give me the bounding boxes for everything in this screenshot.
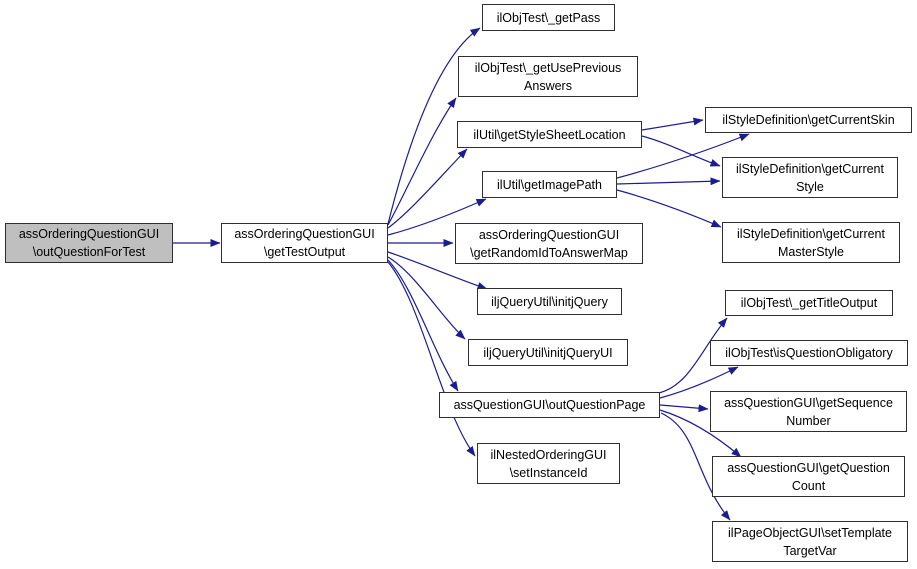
node-label-line: ilObjTest\isQuestionObligatory xyxy=(725,346,893,360)
node-label-line: assQuestionGUI\getSequence xyxy=(724,395,893,410)
edge-getTestOutput-outQuestionPage xyxy=(387,259,459,392)
node-getTitleOutput[interactable]: ilObjTest\_getTitleOutput xyxy=(725,290,893,316)
edge-outQuestionPage-getTitleOutput xyxy=(658,317,728,394)
node-label-line: Number xyxy=(786,413,831,428)
node-getRandomIdToAnswerMap[interactable]: assOrderingQuestionGUI \getRandomIdToAnsw… xyxy=(455,223,643,264)
node-label-line: Count xyxy=(791,478,826,493)
node-label-line: iljQueryUtil\initjQueryUI xyxy=(483,345,613,360)
node-label-line: ilStyleDefinition\getCurrent xyxy=(737,226,885,241)
node-getTestOutput[interactable]: assOrderingQuestionGUI \getTestOutput xyxy=(221,223,388,263)
node-label-line: TargetVar xyxy=(783,543,837,558)
edge-getImagePath-getCurrentSkin xyxy=(616,133,750,179)
node-label-line: ilObjTest\_getPass xyxy=(496,10,601,25)
node-getCurrentSkin[interactable]: ilStyleDefinition\getCurrentSkin xyxy=(705,107,912,133)
node-label-line: ilObjTest\_getUsePrevious xyxy=(474,60,622,75)
node-label-line: \getTestOutput xyxy=(263,245,346,259)
edge-getStyleSheetLocation-getCurrentSkin xyxy=(641,117,704,131)
node-label-line: assQuestionGUI\outQuestionPage xyxy=(453,398,646,412)
node-getPass[interactable]: ilObjTest\_getPass xyxy=(482,4,615,31)
edge-outQuestionPage-getQuestionCount xyxy=(659,409,742,458)
node-label-line: assQuestionGUI\getQuestion xyxy=(727,460,890,475)
node-initjQueryUI[interactable]: iljQueryUtil\initjQueryUI xyxy=(468,339,628,366)
node-label-line: iljQueryUtil\initjQuery xyxy=(491,294,608,309)
edge-getTestOutput-getImagePath xyxy=(387,198,487,236)
edge-outQuestionPage-getSequenceNumber xyxy=(659,404,709,413)
edge-outQuestionPage-isQuestionObligatory xyxy=(659,366,739,399)
node-getStyleSheetLocation[interactable]: ilUtil\getStyleSheetLocation xyxy=(457,121,642,148)
node-label-line: ilStyleDefinition\getCurrent xyxy=(736,161,884,176)
node-getImagePath[interactable]: ilUtil\getImagePath xyxy=(482,171,617,198)
edge-getTestOutput-setInstanceId xyxy=(387,261,476,457)
edge-outQuestionPage-setTemplateTargetVar xyxy=(660,412,731,521)
node-label-line: \setInstanceId xyxy=(509,465,588,480)
node-label-line: MasterStyle xyxy=(778,244,844,259)
edge-getTestOutput-getStyleSheetLocation xyxy=(387,148,468,229)
edge-getTestOutput-initjQueryUI xyxy=(387,256,466,340)
edge-getStyleSheetLocation-getCurrentStyle xyxy=(641,135,721,167)
node-isQuestionObligatory[interactable]: ilObjTest\isQuestionObligatory xyxy=(710,340,908,366)
node-label-line: Style xyxy=(796,179,824,194)
edge-getTestOutput-getUsePreviousAnswers xyxy=(387,97,457,226)
edge-getTestOutput-getPass xyxy=(387,27,481,225)
node-label-line: ilObjTest\_getTitleOutput xyxy=(740,296,878,310)
node-outQuestionForTest: assOrderingQuestionGUI \outQuestionForTes… xyxy=(5,223,173,263)
node-label-line: assOrderingQuestionGUI xyxy=(234,227,375,241)
node-initjQuery[interactable]: iljQueryUtil\initjQuery xyxy=(477,288,622,315)
edge-getImagePath-getCurrentMasterStyle xyxy=(616,189,722,228)
node-label-line: \getRandomIdToAnswerMap xyxy=(470,245,628,260)
node-label-line: assOrderingQuestionGUI xyxy=(18,227,160,241)
edge-getImagePath-getCurrentStyle xyxy=(616,177,721,186)
node-label-line: ilStyleDefinition\getCurrentSkin xyxy=(722,113,895,127)
node-label-line: ilNestedOrderingGUI xyxy=(490,447,607,462)
node-label-line: \outQuestionForTest xyxy=(32,245,146,259)
edge-getTestOutput-initjQuery xyxy=(387,251,488,290)
node-label-line: assOrderingQuestionGUI xyxy=(478,227,620,242)
node-label-line: ilUtil\getImagePath xyxy=(497,177,602,192)
node-outQuestionPage[interactable]: assQuestionGUI\outQuestionPage xyxy=(439,392,660,418)
node-label-line: ilPageObjectGUI\setTemplate xyxy=(728,525,892,540)
node-setInstanceId[interactable]: ilNestedOrderingGUI \setInstanceId xyxy=(477,443,620,484)
node-label-line: ilUtil\getStyleSheetLocation xyxy=(473,127,626,142)
node-label-line: Answers xyxy=(524,78,572,93)
